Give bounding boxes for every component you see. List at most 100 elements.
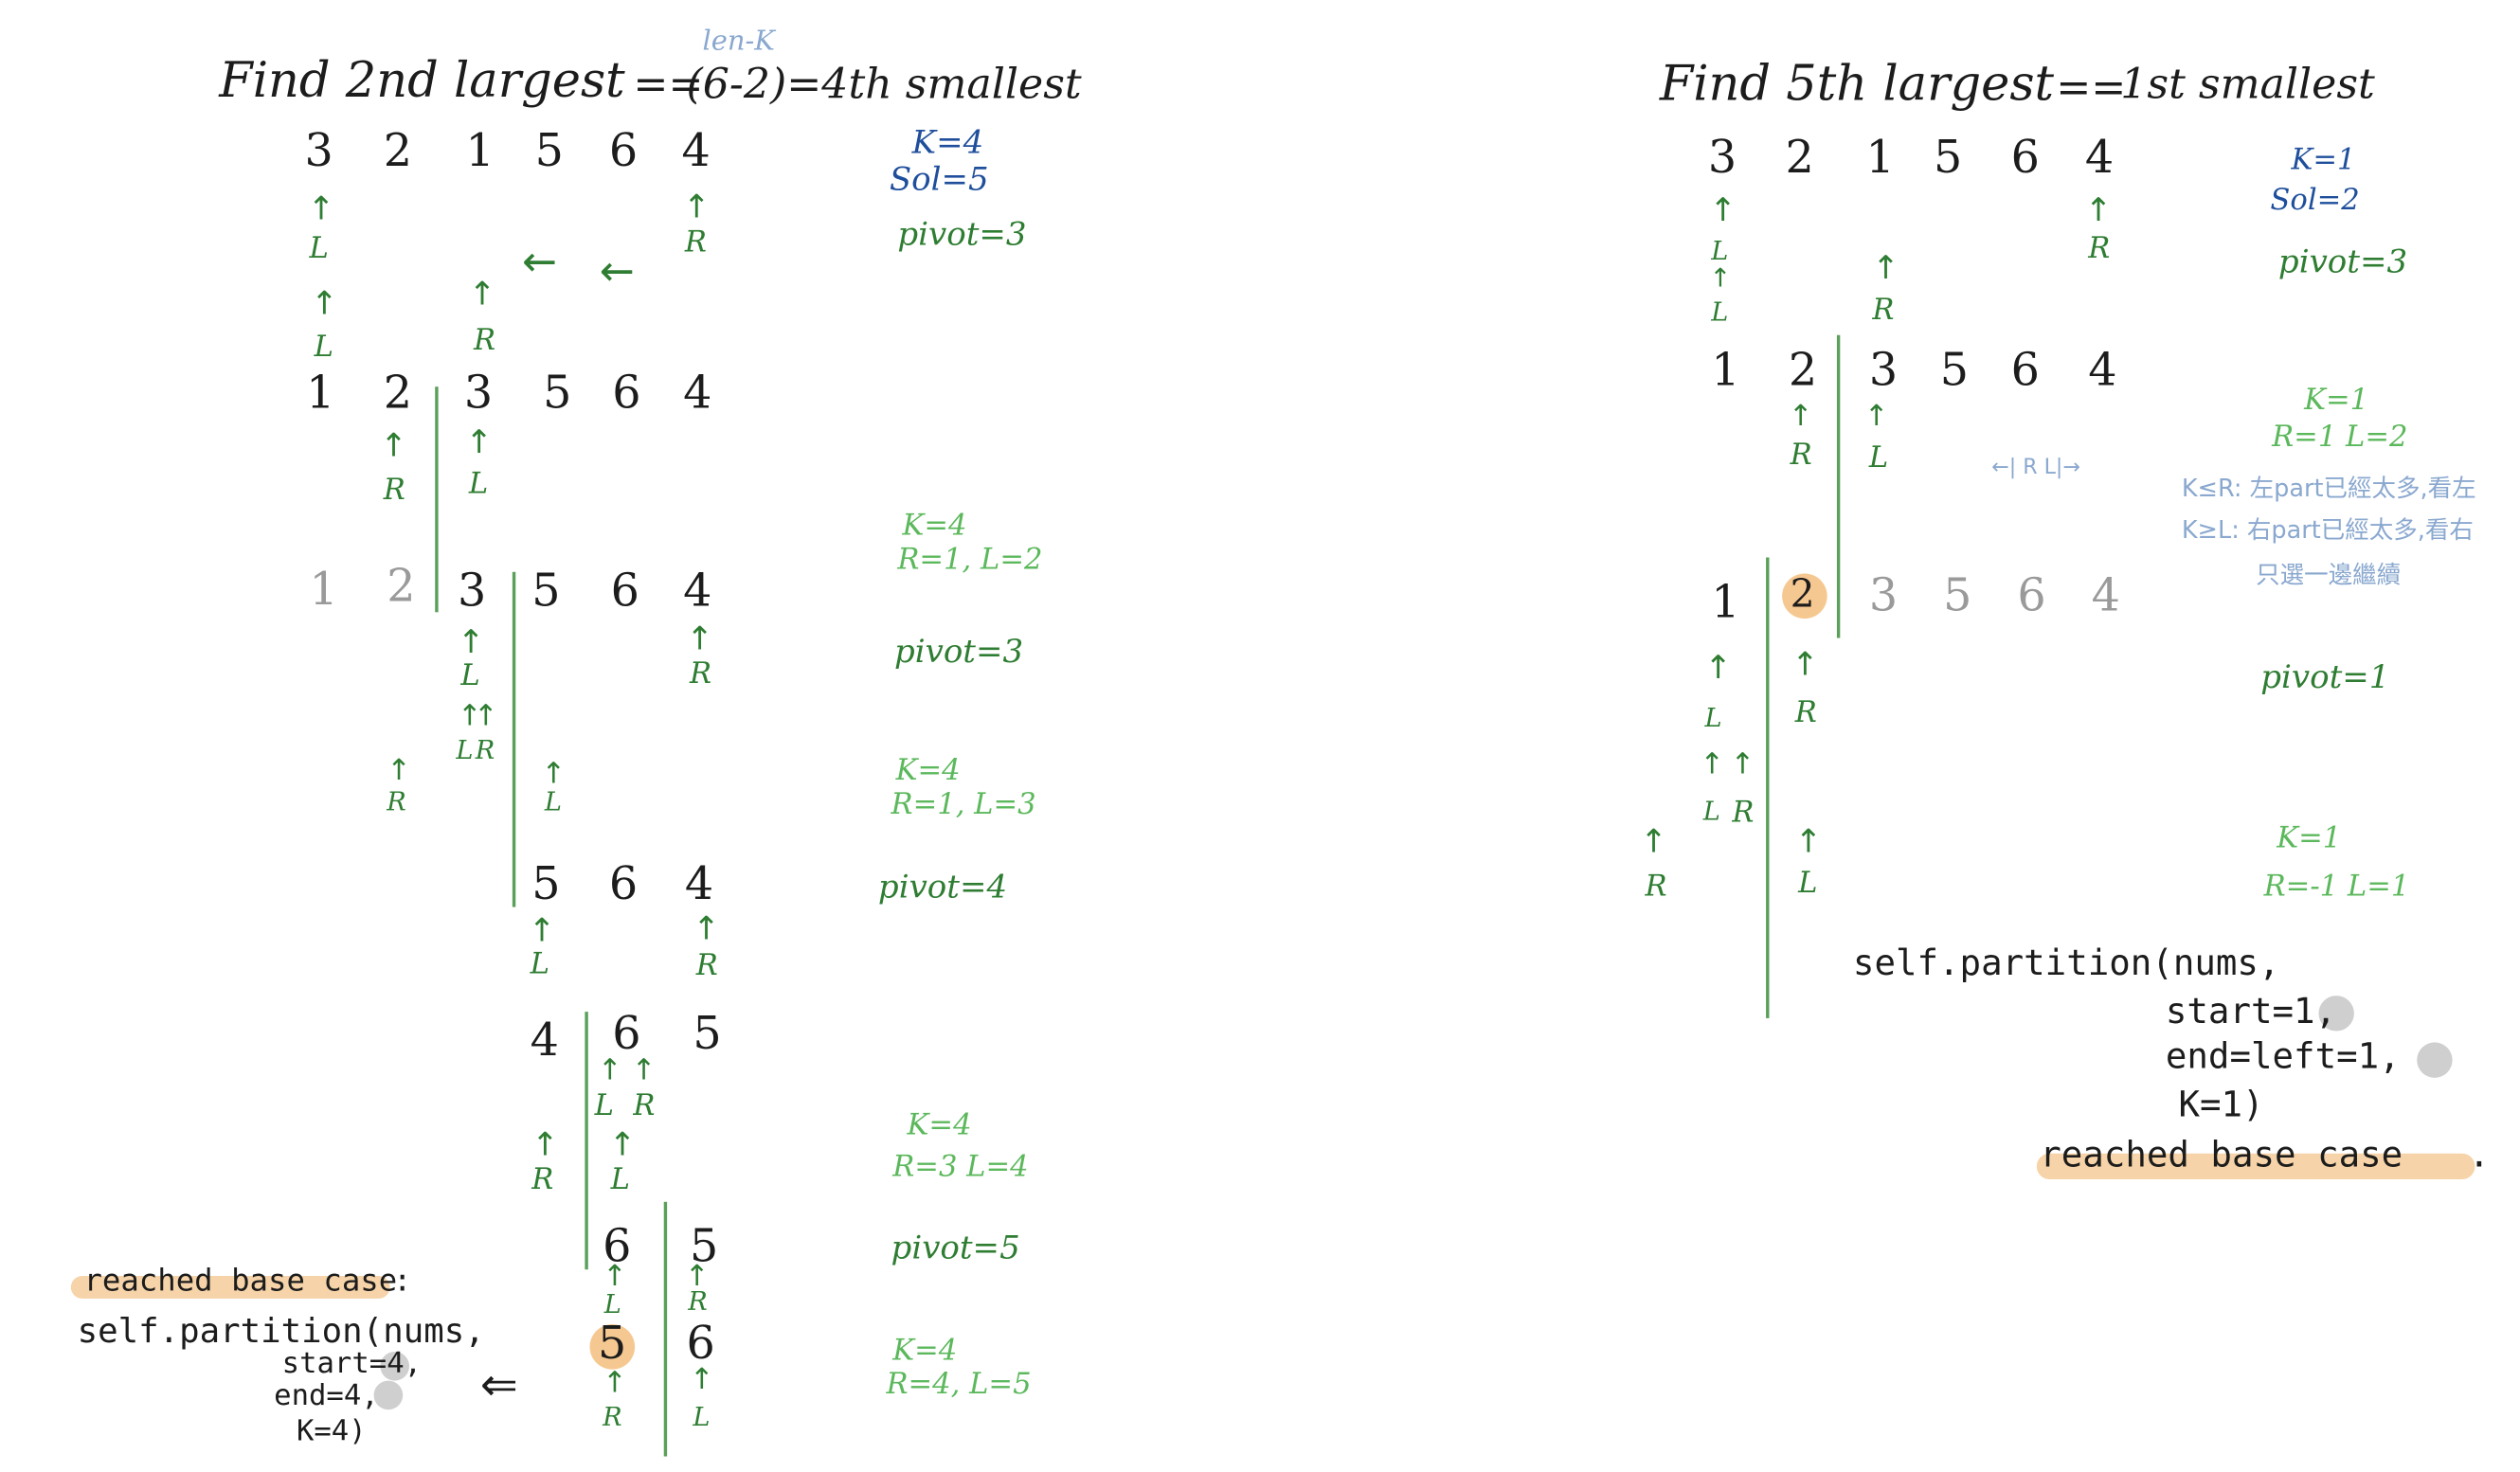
left-title-annotation: len-K <box>702 26 775 59</box>
r-r3-two: 2 <box>1790 571 1815 618</box>
left-step3-k: K=4 <box>895 753 961 788</box>
left-title-equivalent: (6-2)=4th smallest <box>686 61 1082 110</box>
partition-divider <box>1836 334 1841 638</box>
up-arrow-icon: ↑ <box>603 1366 627 1400</box>
r-r1-n5: 4 <box>2084 130 2115 184</box>
r-marker: R <box>633 1088 656 1123</box>
up-arrow-icon: ↑ <box>541 757 567 792</box>
r-r2-n2: 3 <box>1868 343 1899 397</box>
base-case-highlight <box>2036 1153 2475 1179</box>
partition-divider <box>435 386 439 613</box>
right-pivot-1: pivot=3 <box>2277 242 2408 280</box>
l-r6-n0: 6 <box>603 1219 632 1273</box>
answer-highlight <box>589 1324 636 1370</box>
up-arrow-icon: ↑ <box>1709 189 1737 229</box>
up-arrow-icon: ↑ <box>1863 399 1889 434</box>
value-highlight <box>2318 996 2354 1032</box>
left-title-equals: == <box>633 61 704 110</box>
l-r1-n2: 1 <box>465 123 495 178</box>
r-marker: R <box>531 1162 554 1197</box>
l-r6-n1: 5 <box>689 1219 719 1273</box>
up-arrow-icon: ↑ <box>1872 247 1899 287</box>
up-arrow-icon: ↑ <box>689 1362 714 1397</box>
r-marker: R <box>1732 796 1755 830</box>
r-r1-n0: 3 <box>1707 130 1737 184</box>
l-r1-n3: 5 <box>534 123 564 178</box>
up-arrow-icon: ↑ <box>531 1124 559 1163</box>
value-highlight <box>380 1351 410 1381</box>
l-r4-n1: 6 <box>608 856 639 910</box>
left-base-case-colon: : <box>392 1263 412 1299</box>
l-r3-n2: 6 <box>610 564 639 618</box>
right-step3-rl: R=-1 L=1 <box>2263 870 2410 905</box>
r-marker: R <box>603 1401 622 1433</box>
up-arrow-icon: ↑ <box>380 425 407 464</box>
right-title-equivalent: 1st smallest <box>2120 61 2375 110</box>
r-r2-n0: 1 <box>1711 343 1740 397</box>
note-line-3: 只選一邊繼續 <box>2256 560 2402 590</box>
left-code-line2: start=4, <box>281 1346 423 1381</box>
l-r2-n2: 3 <box>463 366 494 420</box>
up-arrow-icon: ↑ <box>474 699 498 733</box>
l-marker: L <box>1798 867 1818 901</box>
note-line-2: K≥L: 右part已經太多,看右 <box>2181 515 2474 545</box>
r-r1-n2: 1 <box>1865 130 1895 184</box>
r-r3-gray2: 6 <box>2017 568 2046 622</box>
left-step3-rl: R=1, L=3 <box>891 787 1036 822</box>
left-step4-rl: R=3 L=4 <box>892 1150 1029 1185</box>
r-marker: R <box>475 734 495 765</box>
r-r2-n4: 6 <box>2010 343 2040 397</box>
value-highlight <box>373 1380 404 1410</box>
right-base-case-dot: . <box>2468 1136 2491 1176</box>
up-arrow-icon: ↑ <box>684 1260 710 1294</box>
right-code-line4: K=1) <box>2178 1086 2264 1126</box>
left-pivot-4: pivot=5 <box>891 1228 1020 1266</box>
up-arrow-icon: ↑ <box>1794 821 1823 861</box>
up-arrow-icon: ↑ <box>1704 647 1732 687</box>
r-marker: R <box>474 323 496 358</box>
l-r4-n0: 5 <box>531 856 561 910</box>
l-r2-n4: 6 <box>612 366 641 420</box>
r-marker: R <box>387 785 406 817</box>
l-r4-n2: 4 <box>684 856 714 910</box>
up-arrow-icon: ↑ <box>311 283 338 323</box>
l-r7-n1: 6 <box>686 1316 715 1370</box>
r-r1-n3: 5 <box>1933 130 1963 184</box>
r-r1-n1: 2 <box>1785 130 1814 184</box>
left-step5-k: K=4 <box>892 1334 958 1368</box>
r-marker: R <box>688 1285 708 1317</box>
r-marker: R <box>1790 438 1812 473</box>
up-arrow-icon: ↑ <box>597 1053 622 1088</box>
l-r1-n5: 4 <box>681 123 711 178</box>
up-arrow-icon: ↑ <box>387 753 411 788</box>
l-marker: L <box>1868 441 1889 476</box>
right-k-value: K=1 <box>2291 143 2356 178</box>
up-arrow-icon: ↑ <box>693 908 720 948</box>
right-pivot-2: pivot=1 <box>2260 656 2390 696</box>
right-base-case-label: reached base case <box>2040 1136 2403 1176</box>
l-r5-n0: 4 <box>530 1013 559 1067</box>
r-marker: R <box>1794 695 1817 730</box>
up-arrow-icon: ↑ <box>465 422 494 461</box>
double-left-arrow-icon: ⇐ <box>479 1357 518 1411</box>
up-arrow-icon: ↑ <box>1730 747 1755 781</box>
left-step2-k: K=4 <box>902 509 967 544</box>
l-r3-gray1: 2 <box>387 559 416 613</box>
l-r2-n5: 4 <box>683 366 712 420</box>
value-highlight <box>2417 1042 2453 1078</box>
right-code-line1: self.partition(nums, <box>1852 943 2280 985</box>
r-marker: R <box>684 225 707 260</box>
l-marker: L <box>594 1088 614 1123</box>
r-marker: R <box>1645 870 1667 905</box>
l-r2-n3: 5 <box>543 366 572 420</box>
up-arrow-icon: ↑ <box>631 1053 657 1088</box>
left-code-line4: K=4) <box>296 1414 367 1449</box>
r-marker: R <box>2088 231 2111 266</box>
left-step4-k: K=4 <box>907 1108 972 1142</box>
l-r5-n2: 5 <box>693 1007 722 1061</box>
right-step3-k: K=1 <box>2277 821 2342 856</box>
r-marker: R <box>689 656 712 691</box>
up-arrow-icon: ↑ <box>686 619 714 657</box>
left-step2-rl: R=1, L=2 <box>897 543 1043 577</box>
